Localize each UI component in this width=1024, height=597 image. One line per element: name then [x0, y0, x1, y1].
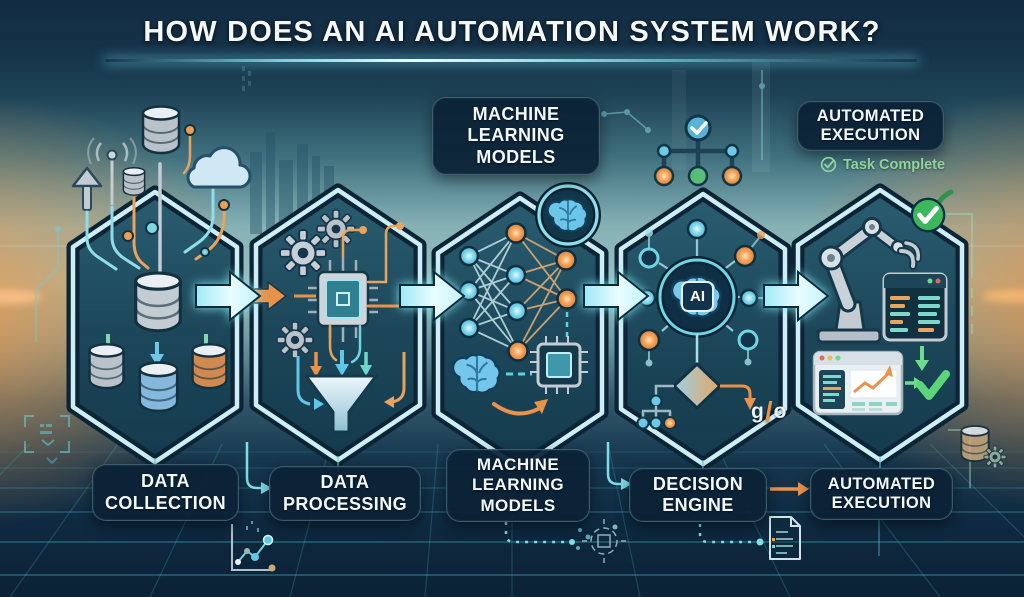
brain-badge-icon — [535, 182, 601, 248]
chart-window-icon — [812, 350, 904, 416]
page-title: HOW DOES AN AI AUTOMATION SYSTEM WORK? — [143, 16, 881, 48]
go-slash-text: / — [764, 396, 773, 427]
check-circle-icon — [912, 189, 954, 231]
antenna-icon — [87, 137, 137, 205]
stage-label-text: DATA COLLECTION — [105, 471, 226, 513]
go-annotation: g / o — [751, 396, 786, 428]
stage-label-decision-engine: DECISION ENGINE — [629, 468, 767, 522]
stage-label-text: AUTOMATED EXECUTION — [827, 474, 936, 512]
callout-automated-execution: AUTOMATED EXECUTION — [797, 101, 944, 151]
routing-tree-icon — [653, 114, 743, 187]
task-complete-badge: Task Complete — [820, 156, 945, 173]
stage-label-text: DATA PROCESSING — [282, 472, 408, 514]
ai-core-text: AI — [690, 288, 705, 305]
database-gear-icon — [960, 424, 1007, 469]
right-circuit-decor — [946, 213, 1007, 488]
orange-arrow-icon — [251, 280, 288, 312]
task-check-icon — [820, 156, 837, 173]
robot-arm-icon — [816, 217, 922, 344]
flow-arrow-4 — [763, 269, 830, 323]
upload-arrow-icon — [71, 166, 103, 211]
ai-core-label: AI — [681, 281, 714, 312]
stage-label-text: DECISION ENGINE — [652, 473, 744, 515]
left-circuit-decor — [24, 226, 70, 465]
stage-label-data-collection: DATA COLLECTION — [92, 464, 239, 521]
success-check-icon — [916, 370, 950, 400]
callout-text: AUTOMATED EXECUTION — [816, 106, 925, 144]
terminal-window-icon — [882, 272, 948, 342]
title-divider — [105, 59, 917, 62]
curved-arrow-icon — [492, 402, 540, 416]
callout-machine-learning-models: MACHINE LEARNING MODELS — [432, 97, 600, 175]
stage-label-data-processing: DATA PROCESSING — [269, 466, 421, 521]
chip-icon — [530, 336, 588, 394]
dotted-decor — [601, 70, 765, 160]
go-pre-text: g — [751, 400, 764, 423]
source-small-database-icon — [122, 166, 146, 196]
binary-dots — [242, 66, 251, 91]
stage-automated-execution-art — [812, 189, 954, 416]
flow-arrows — [195, 269, 830, 323]
scan-bracket-icon — [24, 415, 70, 465]
stage-label-text: MACHINE LEARNING MODELS — [472, 455, 564, 515]
source-database-icon — [141, 105, 181, 155]
decision-diamond-icon — [672, 362, 722, 410]
go-post-text: o — [773, 400, 787, 423]
branch-right-arrow — [720, 384, 756, 410]
stage-data-collection-art — [71, 105, 252, 413]
data-dots — [122, 124, 230, 257]
flow-arrow-1 — [195, 269, 262, 323]
flow-arrow-2 — [399, 269, 466, 323]
task-complete-text: Task Complete — [843, 156, 946, 173]
spoke-nodes — [637, 218, 759, 352]
branch-left-tree-icon — [636, 384, 677, 430]
callout-text: MACHINE LEARNING MODELS — [467, 104, 565, 167]
funnel-arrows — [296, 350, 406, 410]
funnel-icon — [304, 374, 378, 434]
cpu-chip-icon — [308, 256, 378, 342]
target-icon — [582, 519, 626, 563]
stage-data-processing-art — [251, 209, 414, 434]
cloud-icon — [186, 146, 252, 189]
stage-label-machine-learning-models: MACHINE LEARNING MODELS — [446, 449, 590, 522]
stage-label-automated-execution: AUTOMATED EXECUTION — [810, 468, 953, 520]
document-icon — [769, 516, 801, 560]
central-database-icon — [134, 271, 182, 333]
stage-decision-engine-art — [601, 70, 776, 430]
mini-chart-icon — [231, 521, 276, 572]
background-decor — [0, 62, 1024, 304]
flow-arrow-3 — [583, 269, 650, 323]
